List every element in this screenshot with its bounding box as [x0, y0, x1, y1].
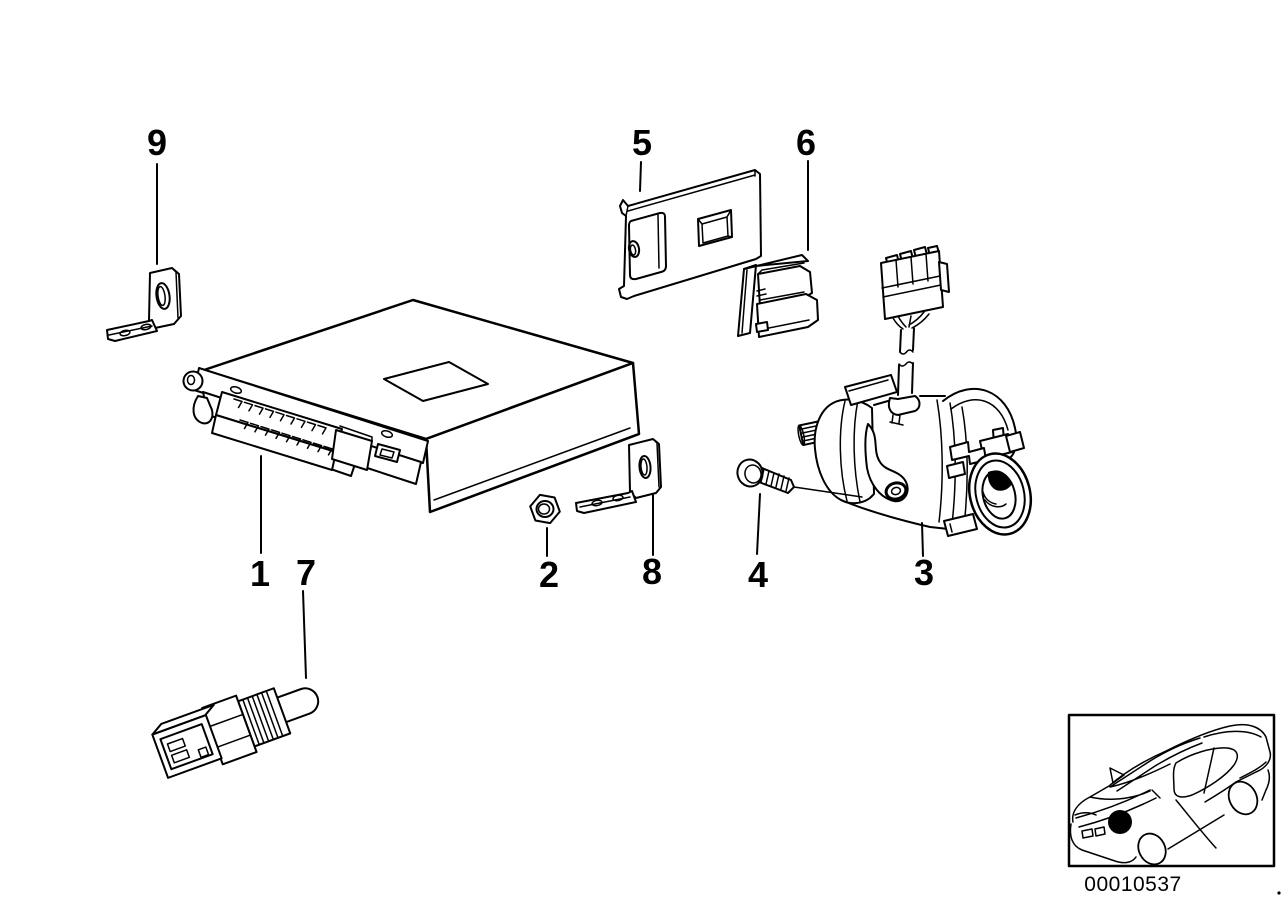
callout-9[interactable]: 9: [147, 122, 167, 163]
callout-4[interactable]: 4: [748, 554, 768, 595]
rear-wheel: [1227, 780, 1259, 816]
callout-2[interactable]: 2: [539, 554, 559, 595]
callout-7[interactable]: 7: [296, 552, 316, 593]
car-outline-icon: [1069, 723, 1272, 866]
side-mirror: [1109, 767, 1125, 784]
connector-block-drawing: [737, 254, 819, 338]
front-wheel: [1137, 832, 1167, 866]
ignition-switch-drawing: [797, 374, 1033, 537]
drawing-number: 00010537: [1084, 873, 1181, 896]
leader-line-3: [921, 522, 924, 557]
nut-drawing: [529, 493, 561, 525]
speck: [1277, 891, 1281, 895]
bracket-9-drawing: [106, 267, 182, 342]
callout-8[interactable]: 8: [642, 551, 662, 592]
ecu-label-area: [383, 361, 489, 402]
keyhole-shading: [987, 470, 1012, 491]
harness-plug-drawing: [880, 245, 950, 426]
leader-line-7: [302, 590, 307, 679]
leader-line-4: [756, 493, 761, 555]
control-unit-drawing: [182, 298, 641, 514]
ecu-pin-row-2: [239, 419, 333, 456]
callout-6[interactable]: 6: [796, 122, 816, 163]
screw-pointer-line: [793, 486, 863, 498]
callout-5[interactable]: 5: [632, 122, 652, 163]
leader-lines: [156, 160, 924, 679]
leader-line-5: [639, 161, 642, 192]
car-inset: 00010537: [1067, 713, 1281, 896]
cover-plate-drawing: [618, 169, 762, 300]
location-marker-dot: [1108, 810, 1132, 834]
screw-drawing: [736, 458, 863, 498]
kidney-grille: [1081, 826, 1106, 839]
callout-1[interactable]: 1: [250, 553, 270, 594]
temp-sensor-drawing: [151, 687, 320, 779]
bracket-8-drawing: [575, 438, 662, 514]
callouts: 1 2 3 4 5 6 7 8 9: [147, 122, 934, 595]
callout-3[interactable]: 3: [914, 552, 934, 593]
ecu-pin-row-1: [233, 398, 327, 435]
